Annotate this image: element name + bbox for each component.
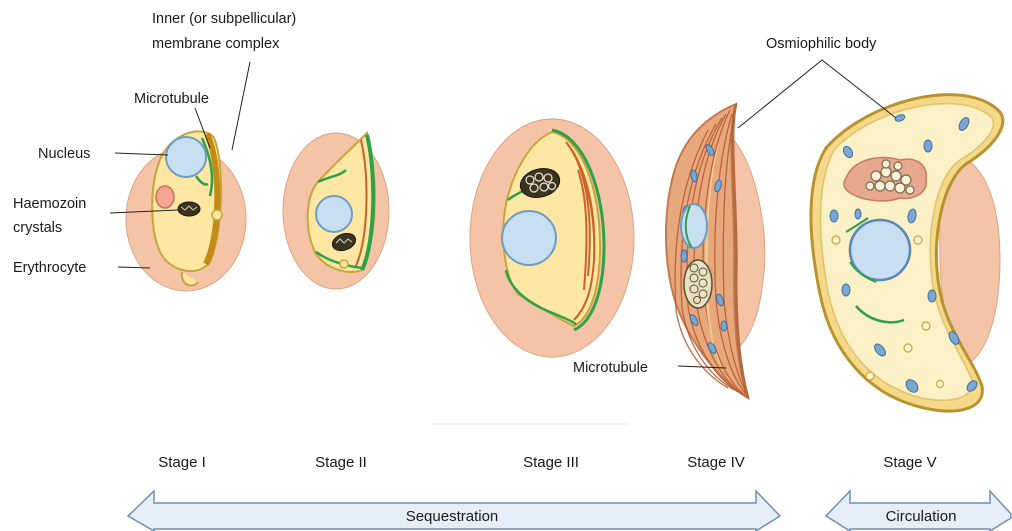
stage-label-2: Stage II [315, 454, 367, 471]
circulation-label: Circulation [886, 508, 957, 525]
label-inner-membrane-line1: Inner (or subpellicular) [152, 11, 296, 27]
label-inner-membrane-line2: membrane complex [152, 36, 280, 52]
label-erythrocyte: Erythrocyte [13, 260, 86, 276]
stage-3-nucleus [502, 211, 556, 265]
stage-2-small-vesicle [340, 260, 348, 268]
label-haemozoin-line1: Haemozoin [13, 196, 86, 212]
stage-1-red-vacuole [156, 186, 174, 208]
leader-inner-membrane [232, 62, 250, 150]
stage-5-cell [811, 95, 1003, 411]
stage-1-small-vesicle [212, 210, 222, 220]
label-haemozoin-line2: crystals [13, 220, 62, 236]
stage-2-nucleus [316, 196, 352, 232]
stage-4-cell [666, 104, 765, 398]
stage-label-5: Stage V [883, 454, 936, 471]
stage-2-cell [283, 133, 389, 289]
label-microtubule-bottom: Microtubule [573, 360, 648, 376]
label-microtubule-top: Microtubule [134, 91, 209, 107]
stage-1-nucleus [166, 137, 206, 177]
label-nucleus: Nucleus [38, 146, 90, 162]
stage-1-haemozoin [178, 202, 200, 216]
label-osmiophilic-body: Osmiophilic body [766, 36, 877, 52]
sequestration-label: Sequestration [406, 508, 499, 525]
stage-label-1: Stage I [158, 454, 206, 471]
stage-3-cell [470, 119, 634, 357]
stage-label-4: Stage IV [687, 454, 745, 471]
stage-label-3: Stage III [523, 454, 579, 471]
